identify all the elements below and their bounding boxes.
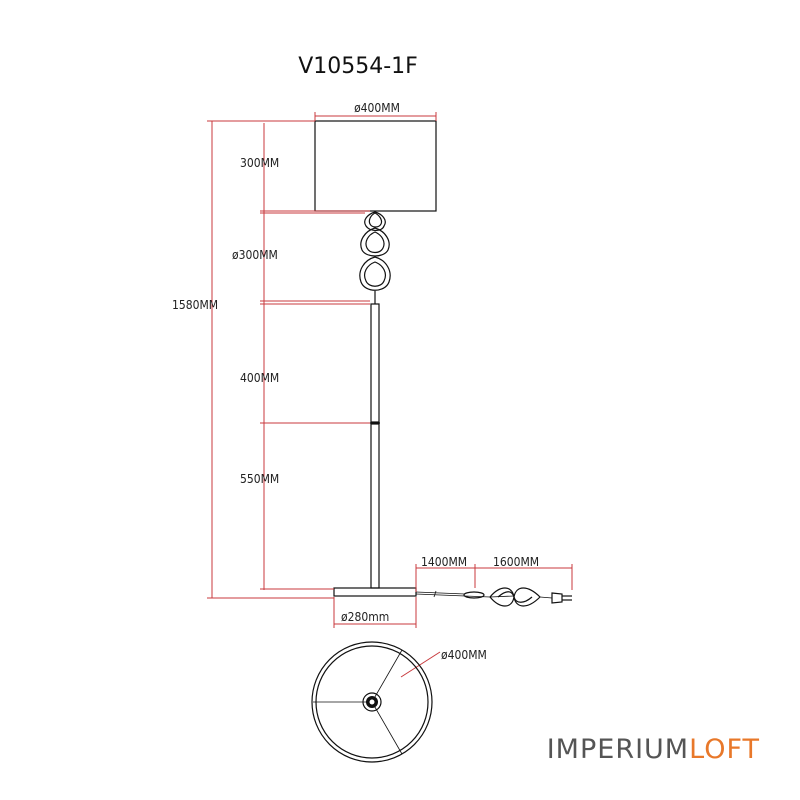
- label-lower-rod: 550MM: [240, 472, 279, 486]
- lamp-ornament: [359, 211, 391, 304]
- lamp-base: [333, 587, 417, 597]
- label-cord-switch: 1400MM: [421, 555, 467, 569]
- model-title: V10554-1F: [298, 54, 418, 79]
- lamp-top-view: [311, 641, 433, 763]
- dimension-lines: [207, 112, 573, 678]
- brand-logo: IMPERIUMLOFT: [547, 734, 760, 765]
- label-top-diameter: ø400MM: [441, 648, 487, 662]
- lamp-side-view: [314, 120, 572, 607]
- lamp-shade: [314, 120, 437, 212]
- top-view-outer-ring: [311, 641, 433, 763]
- brand-logo-part2: LOFT: [689, 734, 760, 765]
- brand-logo-part1: IMPERIUM: [547, 734, 689, 765]
- label-upper-rod: 400MM: [240, 371, 279, 385]
- lamp-rod: [370, 303, 380, 589]
- plug: [551, 592, 563, 604]
- label-shade-height: 300MM: [240, 156, 279, 170]
- cord-switch: [463, 591, 485, 599]
- label-total-height: 1580MM: [172, 298, 218, 312]
- label-base-diameter: ø280mm: [341, 610, 389, 624]
- power-cord: [415, 587, 572, 607]
- label-ornament-diameter: ø300MM: [232, 248, 278, 262]
- label-shade-diameter: ø400MM: [354, 101, 400, 115]
- label-switch-plug: 1600MM: [493, 555, 539, 569]
- top-view-hub: [362, 692, 382, 712]
